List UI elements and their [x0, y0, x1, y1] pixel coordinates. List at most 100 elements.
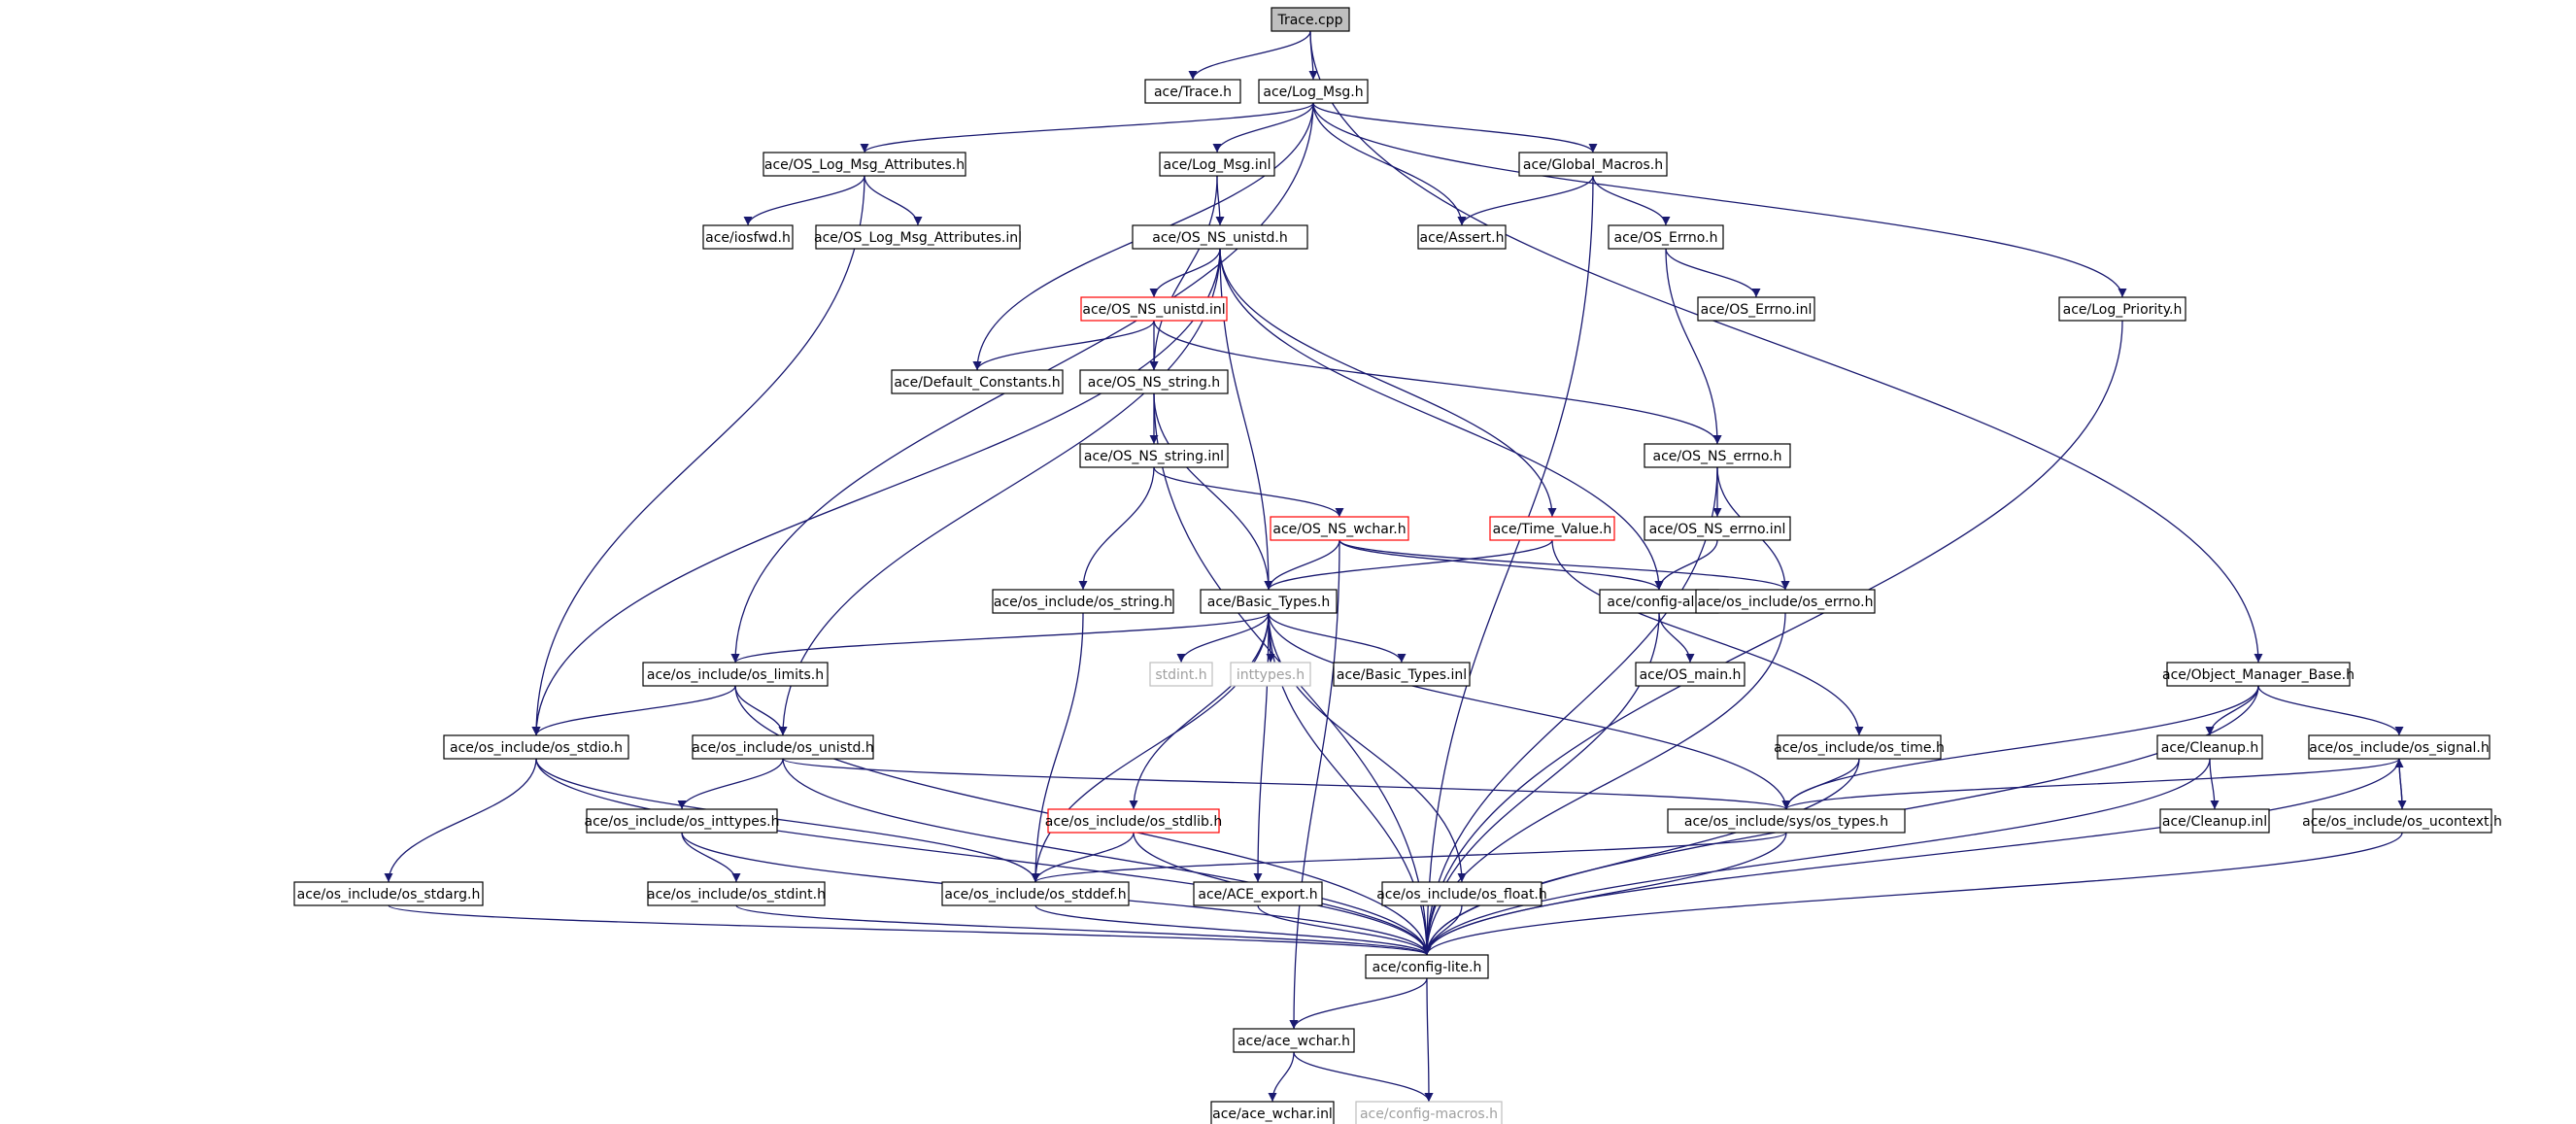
node-box	[2159, 808, 2270, 834]
node-n45[interactable]: ace/os_include/os_float.h	[1376, 881, 1547, 906]
node-n16[interactable]: ace/OS_NS_errno.h	[1644, 443, 1791, 468]
node-n18[interactable]: ace/OS_NS_wchar.h	[1270, 516, 1409, 541]
node-label: ace/Cleanup.h	[2161, 740, 2258, 756]
node-n39[interactable]: ace/Cleanup.inl	[2159, 808, 2270, 834]
node-box	[1271, 7, 1350, 32]
node-n34[interactable]: ace/Cleanup.h	[2156, 734, 2263, 760]
node-box	[1644, 516, 1791, 541]
edge-n37-n43	[1031, 832, 1135, 883]
node-label: ace/os_include/os_string.h	[994, 595, 1172, 610]
node-n44[interactable]: ace/ACE_export.h	[1193, 881, 1323, 906]
node-box	[1230, 662, 1311, 687]
node-n24[interactable]: ace/os_include/os_errno.h	[1695, 589, 1876, 614]
node-n1[interactable]: ace/Trace.h	[1144, 79, 1241, 104]
node-box	[1365, 954, 1489, 979]
node-n20[interactable]: ace/OS_NS_errno.inl	[1644, 516, 1791, 541]
node-n35[interactable]: ace/os_include/os_signal.h	[2308, 734, 2491, 760]
node-n10[interactable]: ace/OS_Errno.h	[1608, 224, 1724, 250]
edge-n40-n35	[2394, 758, 2404, 810]
edge-n0-n30	[1309, 30, 2263, 664]
node-box	[1132, 224, 1308, 250]
edge-n3-n6	[743, 175, 865, 226]
node-n15[interactable]: ace/OS_NS_string.h	[1079, 369, 1229, 394]
node-n33[interactable]: ace/os_include/os_time.h	[1774, 734, 1945, 760]
node-n6[interactable]: ace/iosfwd.h	[702, 224, 794, 250]
node-box	[1144, 79, 1241, 104]
edge-n2-n3	[860, 102, 1314, 153]
edge-n41-n46	[388, 904, 1432, 956]
node-box	[1635, 662, 1746, 687]
node-n0[interactable]: Trace.cpp	[1271, 7, 1350, 32]
node-box	[891, 369, 1064, 394]
edge-n22-n26	[1176, 612, 1270, 664]
node-n7[interactable]: ace/OS_Log_Msg_Attributes.inl	[814, 224, 1022, 250]
node-n41[interactable]: ace/os_include/os_stdarg.h	[293, 881, 484, 906]
node-n47[interactable]: ace/ace_wchar.h	[1233, 1028, 1355, 1053]
node-n32[interactable]: ace/os_include/os_unistd.h	[692, 734, 874, 760]
edge-n10-n12	[1665, 248, 1761, 298]
node-box	[1258, 79, 1369, 104]
node-n13[interactable]: ace/Log_Priority.h	[2058, 296, 2186, 322]
node-n28[interactable]: ace/Basic_Types.inl	[1333, 662, 1471, 687]
node-n11[interactable]: ace/OS_NS_unistd.inl	[1080, 296, 1228, 322]
node-box	[1489, 516, 1615, 541]
node-label: ace/Log_Priority.h	[2063, 302, 2183, 318]
node-n26[interactable]: stdint.h	[1149, 662, 1213, 687]
node-box	[941, 881, 1130, 906]
edge-n2-n13	[1312, 102, 2127, 298]
node-n40[interactable]: ace/os_include/os_ucontext.h	[2302, 808, 2502, 834]
node-label: ace/config-macros.h	[1360, 1107, 1498, 1122]
node-box	[1159, 152, 1275, 177]
edge-n32-n46	[782, 758, 1432, 956]
edge-n16-n46	[1422, 466, 1718, 956]
node-n4[interactable]: ace/Log_Msg.inl	[1159, 152, 1275, 177]
node-box	[2058, 296, 2186, 322]
node-n43[interactable]: ace/os_include/os_stddef.h	[941, 881, 1130, 906]
node-n48[interactable]: ace/ace_wchar.inl	[1210, 1101, 1335, 1124]
node-label: ace/os_include/os_limits.h	[647, 667, 824, 683]
node-n42[interactable]: ace/os_include/os_stdint.h	[647, 881, 826, 906]
node-n3[interactable]: ace/OS_Log_Msg_Attributes.h	[763, 152, 966, 177]
node-label: ace/os_include/os_stdio.h	[450, 740, 623, 756]
node-n21[interactable]: ace/os_include/os_string.h	[992, 589, 1174, 614]
edge-n31-n41	[384, 758, 537, 883]
node-label: ace/OS_NS_string.h	[1088, 375, 1220, 391]
node-box	[1644, 443, 1791, 468]
node-n12[interactable]: ace/OS_Errno.inl	[1697, 296, 1815, 322]
node-n31[interactable]: ace/os_include/os_stdio.h	[443, 734, 629, 760]
node-label: ace/OS_NS_errno.h	[1652, 449, 1781, 464]
node-n36[interactable]: ace/os_include/os_inttypes.h	[585, 808, 780, 834]
node-n30[interactable]: ace/Object_Manager_Base.h	[2162, 662, 2355, 687]
node-n19[interactable]: ace/Time_Value.h	[1489, 516, 1615, 541]
node-box	[293, 881, 484, 906]
node-n2[interactable]: ace/Log_Msg.h	[1258, 79, 1369, 104]
node-n46[interactable]: ace/config-lite.h	[1365, 954, 1489, 979]
edge-n23-n29	[1658, 612, 1695, 664]
node-n27[interactable]: inttypes.h	[1230, 662, 1311, 687]
node-n17[interactable]: ace/OS_NS_string.inl	[1079, 443, 1229, 468]
node-n14[interactable]: ace/Default_Constants.h	[891, 369, 1064, 394]
node-n9[interactable]: ace/Assert.h	[1417, 224, 1507, 250]
node-label: ace/Log_Msg.inl	[1164, 157, 1271, 173]
node-n5[interactable]: ace/Global_Macros.h	[1518, 152, 1668, 177]
node-n25[interactable]: ace/os_include/os_limits.h	[642, 662, 829, 687]
node-n22[interactable]: ace/Basic_Types.h	[1200, 589, 1338, 614]
node-n49[interactable]: ace/config-macros.h	[1355, 1101, 1503, 1124]
node-n29[interactable]: ace/OS_main.h	[1635, 662, 1746, 687]
node-label: ace/config-lite.h	[1373, 960, 1482, 975]
node-label: ace/ACE_export.h	[1198, 887, 1317, 903]
edge-n18-n23	[1339, 539, 1664, 591]
node-box	[1417, 224, 1507, 250]
node-n37[interactable]: ace/os_include/os_stdlib.h	[1045, 808, 1222, 834]
node-box	[1080, 296, 1228, 322]
node-label: ace/Basic_Types.inl	[1337, 667, 1467, 683]
edge-n2-n4	[1212, 102, 1314, 153]
node-box	[2308, 734, 2491, 760]
edge-n8-n19	[1219, 248, 1557, 518]
nodes-layer: Trace.cpp ace/Trace.h ace/Log_Msg.h ace/OS_…	[293, 7, 2502, 1124]
node-n8[interactable]: ace/OS_NS_unistd.h	[1132, 224, 1308, 250]
node-box	[1079, 369, 1229, 394]
node-n38[interactable]: ace/os_include/sys/os_types.h	[1667, 808, 1906, 834]
node-box	[1333, 662, 1471, 687]
node-box	[702, 224, 794, 250]
